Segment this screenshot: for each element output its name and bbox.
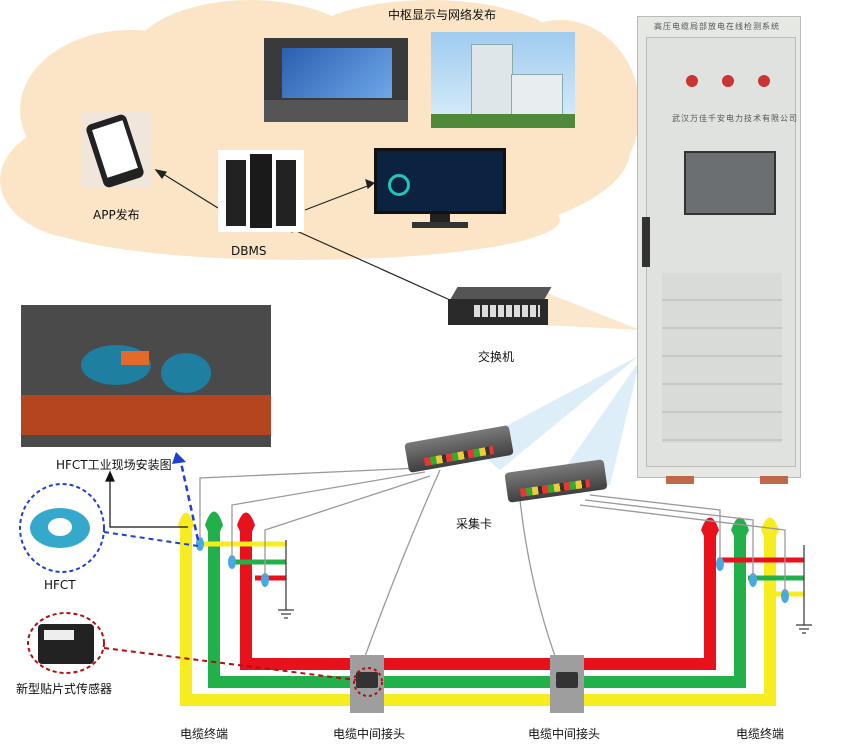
patch-sensor-label: 新型贴片式传感器 [16, 682, 113, 696]
daq-card-2 [504, 459, 608, 506]
cable-red [240, 530, 716, 670]
joint-sensor-1 [356, 672, 378, 688]
dbms-label: DBMS [231, 244, 267, 258]
field-photo-link-dash [178, 457, 200, 541]
sensor-link-dash [103, 647, 357, 681]
signal-wires [199, 467, 786, 671]
indicator-light-3 [758, 75, 770, 87]
hfct-link-dash [103, 531, 199, 547]
daq-card-1 [404, 425, 514, 474]
ground-right [796, 545, 812, 634]
cable-joint-label-2: 电缆中间接头 [528, 727, 601, 741]
cable-joint-label-1: 电缆中间接头 [333, 727, 406, 741]
cabinet-title: 高压电缆局部放电在线检测系统 [654, 22, 780, 31]
hfct-highlight-circle [19, 483, 105, 573]
joint-highlight-circle [353, 667, 383, 697]
monitor [374, 148, 506, 228]
switch-label: 交换机 [478, 350, 515, 364]
field-photo-arrow [172, 452, 186, 464]
cloud-title: 中枢显示与网络发布 [388, 8, 497, 22]
hfct-pointer [105, 470, 188, 528]
hfct-field-photo [21, 305, 271, 447]
cable-terminal-label-right: 电缆终端 [736, 727, 785, 741]
hfct-label: HFCT [44, 578, 76, 592]
indicator-light-2 [722, 75, 734, 87]
cabinet-foot-right [760, 476, 788, 484]
cable-green [208, 530, 746, 688]
cabinet-handle [642, 217, 650, 267]
patch-sensor-device [38, 624, 94, 664]
monitoring-cabinet: 高压电缆局部放电在线检测系统 武汉万佳千安电力技术有限公司 [637, 16, 801, 478]
cabinet-foot-left [666, 476, 694, 484]
joint-sensor-2 [556, 672, 578, 688]
field-photo-label: HFCT工业现场安装图 [56, 458, 172, 472]
ground-left [278, 540, 294, 619]
cabinet-racks [662, 273, 782, 443]
dbms-servers [218, 150, 304, 232]
hfct-device [28, 500, 98, 552]
beam-daq2 [560, 360, 640, 485]
cable-yellow [180, 530, 776, 706]
cabinet-screen [684, 151, 776, 215]
sensor-highlight-circle [27, 612, 105, 674]
termination-left [178, 511, 255, 534]
video-wall-photo [264, 38, 408, 122]
beam-daq1 [470, 355, 640, 470]
beam-switch [540, 290, 640, 330]
cable-terminal-label-left: 电缆终端 [180, 727, 229, 741]
hfct-clamps [196, 537, 789, 603]
switch-device [448, 287, 552, 327]
daq-label: 采集卡 [456, 517, 493, 531]
app-phone-photo [82, 112, 152, 188]
indicator-light-1 [686, 75, 698, 87]
building-photo [431, 32, 575, 128]
app-label: APP发布 [93, 208, 140, 222]
cabinet-company: 武汉万佳千安电力技术有限公司 [672, 114, 798, 123]
